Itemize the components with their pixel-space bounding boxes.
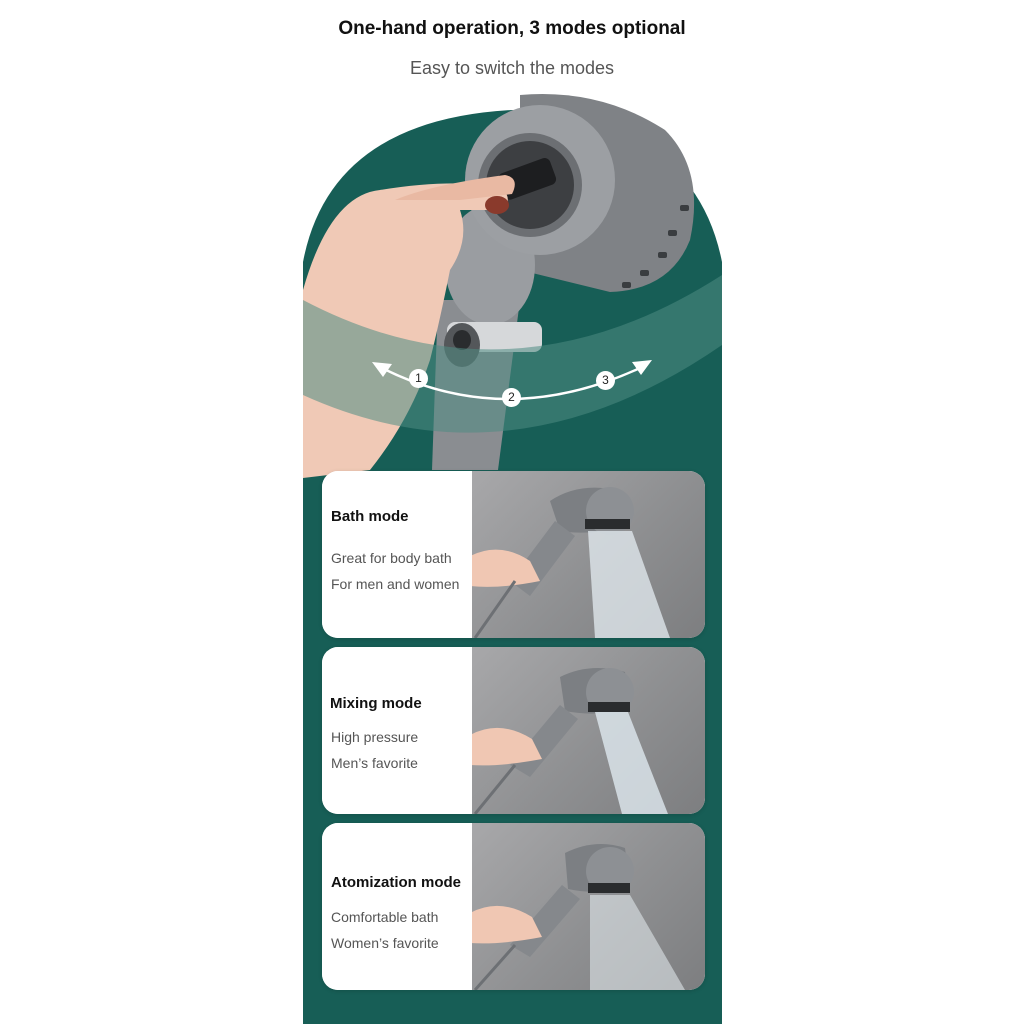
mode-description: For men and women [331,576,460,592]
atomization-mode-text: Atomization mode Comfortable bath Women’… [322,823,472,990]
subheadline: Easy to switch the modes [409,58,615,78]
mode-card-atomization: Atomization mode Comfortable bath Women’… [322,823,705,990]
shower-nozzles [622,205,689,288]
mode-title: Mixing mode [330,695,422,712]
bath-mode-text: Bath mode Great for body bath For men an… [322,471,472,638]
fingernail [485,196,509,214]
mode-card-bath: Bath mode Great for body bath For men an… [322,471,705,638]
bath-mode-photo [470,471,705,638]
mode-description: Comfortable bath [331,909,439,925]
arrow-left-head [372,362,392,377]
mode-marker-3[interactable]: 3 [596,371,615,390]
mode-description: Women’s favorite [331,935,439,951]
mode-card-mixing: Mixing mode High pressure Men’s favorite [322,647,705,814]
mode-description: Men’s favorite [331,755,418,771]
headline: One-hand operation, 3 modes optional [338,18,686,39]
mode-description: High pressure [331,729,419,745]
mixing-mode-photo [470,647,705,814]
mixing-mode-text: Mixing mode High pressure Men’s favorite [322,647,472,814]
mode-description: Great for body bath [331,550,452,566]
mode-marker-2[interactable]: 2 [502,388,521,407]
mode-title: Atomization mode [331,874,461,891]
arrow-right-head [632,360,652,375]
mode-title: Bath mode [331,508,409,525]
atomization-mode-photo [470,823,705,990]
mode-marker-1[interactable]: 1 [409,369,428,388]
rotation-band [303,275,722,433]
